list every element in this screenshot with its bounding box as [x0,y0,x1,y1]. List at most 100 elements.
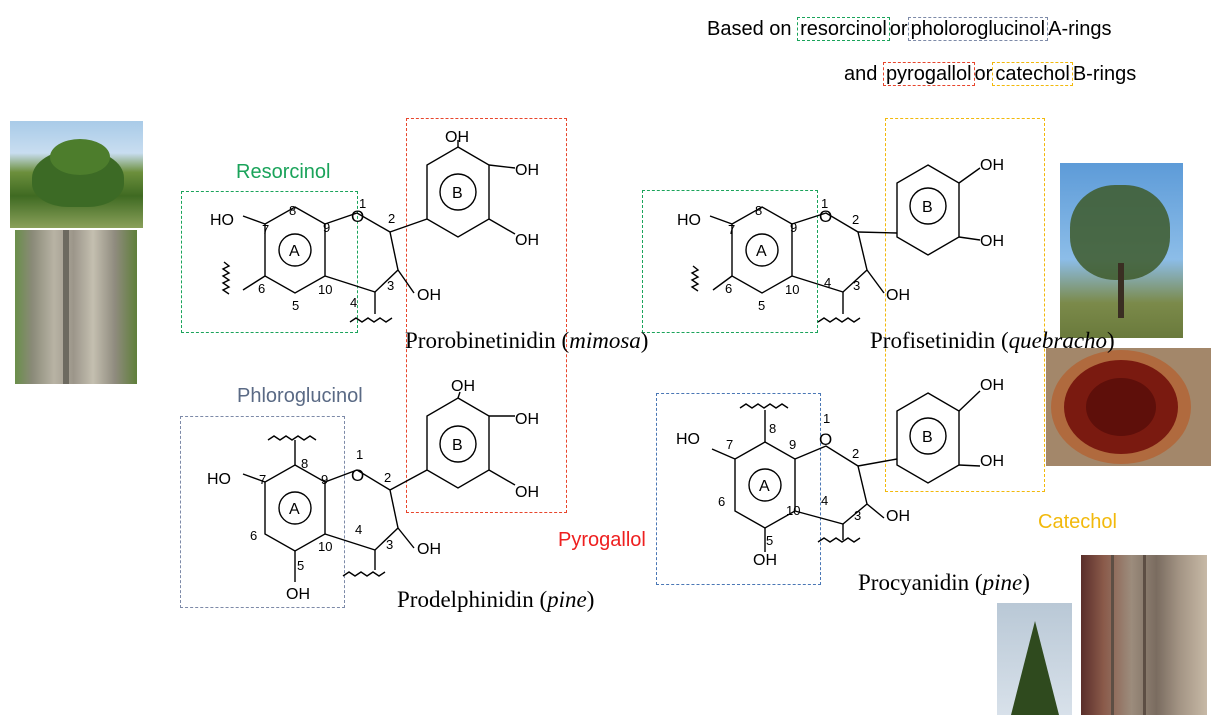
wavy-bond [817,537,861,543]
ring-a-circle [745,233,779,267]
atom-label: OH [515,162,539,179]
ring-label: A [759,478,770,495]
compound-name: Procyanidin [858,570,970,595]
bond [866,503,885,519]
quebracho-tree-photo [1060,163,1183,338]
atom-label: OH [886,508,910,525]
catechol-box [885,118,1045,492]
bond [958,390,981,412]
ring-b-circle [439,425,477,463]
position-number: 4 [350,295,357,310]
wavy-bond [739,403,789,409]
atom-label: O [351,466,364,485]
ring-c [791,212,868,293]
position-number: 7 [728,222,735,237]
position-number: 6 [718,494,725,509]
position-number: 10 [318,539,332,554]
position-number: 5 [758,298,765,313]
position-number: 3 [853,278,860,293]
ring-label: A [289,243,300,260]
legend-text: Based on [707,18,792,40]
ring-label: B [452,185,463,202]
position-number: 2 [384,470,391,485]
position-number: 8 [755,203,762,218]
bond [389,469,428,491]
caption-prorobinetinidin: Prorobinetinidin (mimosa) [405,328,649,353]
position-number: 9 [323,220,330,235]
position-number: 2 [852,212,859,227]
atom-label: OH [753,552,777,569]
atom-label: OH [515,411,539,428]
ring-label: A [756,243,767,260]
compound-source: pine [547,587,587,612]
bond [866,269,885,294]
position-number: 8 [289,203,296,218]
legend-chip-resorcinol: resorcinol [797,17,890,41]
ring-c [324,469,399,551]
atom-label: OH [980,233,1004,250]
position-number: 9 [789,437,796,452]
ring-c [324,212,399,293]
bond [488,164,516,169]
atom-label: O [819,207,832,226]
caption-procyanidin: Procyanidin (pine) [858,570,1030,595]
ring-b-circle [909,417,947,455]
ring-b-circle [439,173,477,211]
wavy-bond [342,571,386,577]
bond [457,391,461,399]
compound-name: Profisetinidin [870,328,996,353]
ring-b-circle [909,187,947,225]
compound-source: quebracho [1008,328,1108,353]
bond [488,218,516,235]
bond [389,218,428,233]
atom-label: O [819,430,832,449]
legend-text: or [974,63,993,85]
atom-label: OH [515,232,539,249]
compound-source: pine [982,570,1023,595]
position-number: 10 [785,282,799,297]
atom-label: OH [417,287,441,304]
wavy-bond [267,435,317,441]
position-number: 3 [386,537,393,552]
position-number: 10 [318,282,332,297]
ring-c [794,445,868,525]
bond [711,448,736,460]
bond [958,464,981,467]
legend-text: or [889,18,908,40]
position-number: 6 [725,281,732,296]
atom-label: OH [515,484,539,501]
position-number: 4 [824,275,831,290]
legend-text: B-rings [1072,63,1137,85]
bond [488,469,516,486]
legend-chip-pyrogallol: pyrogallol [882,62,975,86]
position-number: 1 [823,411,830,426]
wavy-bond [817,317,861,323]
ring-a-circle [278,491,312,525]
bond [397,527,415,549]
position-number: 6 [250,528,257,543]
caption-profisetinidin: Profisetinidin (quebracho) [870,328,1115,353]
wavy-bond [690,265,700,292]
wavy-bond [221,261,231,295]
atom-label: OH [286,586,310,603]
position-number: 3 [387,278,394,293]
bond [242,473,266,483]
pyrogallol-label: Pyrogallol [558,529,646,551]
position-number: 10 [786,503,800,518]
atom-label: O [351,207,364,226]
compound-source: mimosa [569,328,641,353]
bond [242,275,266,291]
ring-label: B [922,199,933,216]
atom-label: OH [445,129,469,146]
catechol-label: Catechol [1038,511,1117,533]
bond [958,236,981,241]
mimosa-bark-photo [15,230,137,384]
pyrogallol-box [406,118,567,513]
bond [958,167,981,184]
legend-chip-catechol: catechol [992,62,1073,86]
compound-name: Prorobinetinidin [405,328,556,353]
pine-bark-photo [1081,555,1207,715]
